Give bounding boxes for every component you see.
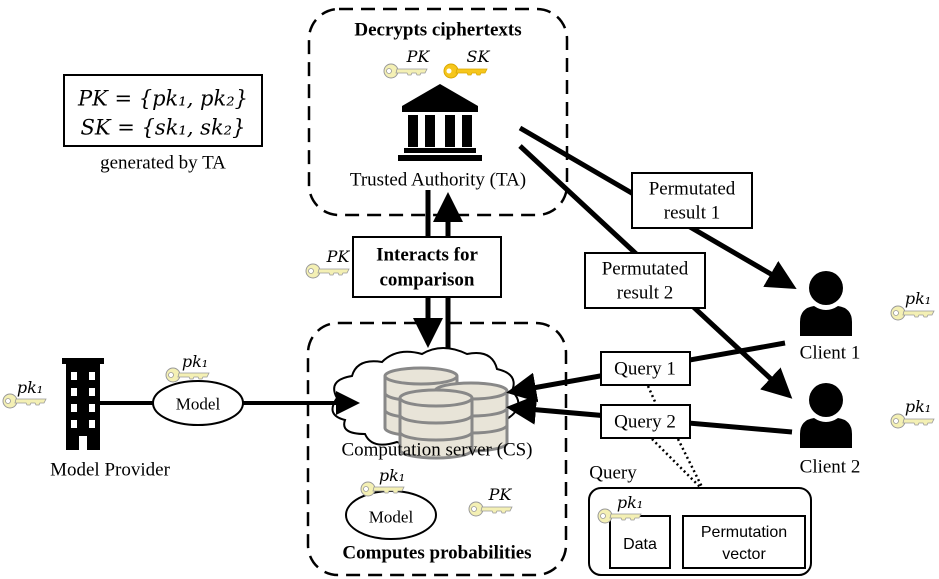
result-1-line-1: Permutated [648, 178, 736, 200]
provider-model-ellipse [152, 380, 244, 426]
provider-model-label: Model [175, 394, 221, 414]
building-icon [62, 358, 104, 450]
ta-title: Decrypts ciphertexts [354, 19, 522, 41]
permutation-vector-box [682, 515, 806, 569]
result-1-line-2: result 1 [663, 202, 721, 224]
data-label: Data [623, 536, 657, 553]
cs-label: Computation server (CS) [341, 439, 533, 461]
public-key-icon [890, 413, 935, 429]
query-detail-title: Query [589, 462, 637, 484]
interacts-box [352, 236, 502, 298]
bank-icon [398, 84, 482, 161]
ta-pk-label: PK [406, 47, 430, 66]
public-key-icon [468, 501, 513, 517]
client-1-icon [800, 271, 852, 336]
public-key-icon [890, 305, 935, 321]
keys-caption: generated by TA [100, 152, 226, 174]
provider-key-label: pk₁ [16, 378, 44, 397]
interacts-line-2: comparison [379, 269, 475, 291]
cs-footer: Computes probabilities [342, 542, 532, 564]
permutation-line-1: Permutation [700, 524, 788, 541]
query-detail-key-label: pk₁ [616, 493, 644, 512]
keys-box [63, 74, 263, 147]
result-2-box [584, 252, 706, 309]
dotted-connectors [646, 385, 704, 488]
cs-model-key-label: pk₁ [378, 466, 406, 485]
query-2-box [600, 404, 691, 439]
permutation-line-2: vector [722, 546, 766, 563]
sk-definition: SK = {sk₁, sk₂} [80, 115, 246, 140]
ta-label: Trusted Authority (TA) [349, 169, 527, 191]
client-1-key-label: pk₁ [904, 289, 932, 308]
query-1-label: Query 1 [614, 358, 676, 380]
result-2-line-2: result 2 [616, 282, 674, 304]
public-key-icon [305, 263, 350, 279]
interaction-pk-label: PK [326, 247, 350, 266]
provider-model-key-label: pk₁ [181, 352, 209, 371]
cs-model-label: Model [368, 507, 414, 527]
data-box [609, 515, 671, 569]
provider-label: Model Provider [50, 459, 170, 481]
query-1-box [600, 351, 691, 386]
secret-key-icon [443, 63, 488, 79]
client-2-key-label: pk₁ [904, 397, 932, 416]
public-key-icon [383, 63, 428, 79]
cs-pk-label: PK [488, 485, 512, 504]
interacts-line-1: Interacts for [376, 244, 478, 266]
client-2-icon [800, 383, 852, 448]
ta-sk-label: SK [466, 47, 490, 66]
query-2-label: Query 2 [614, 411, 676, 433]
pk-definition: PK = {pk₁, pk₂} [77, 86, 249, 111]
client-2-label: Client 2 [799, 456, 861, 478]
result-2-line-1: Permutated [601, 258, 689, 280]
result-1-box [631, 172, 753, 229]
cs-container [306, 321, 568, 577]
client-1-label: Client 1 [799, 342, 861, 364]
